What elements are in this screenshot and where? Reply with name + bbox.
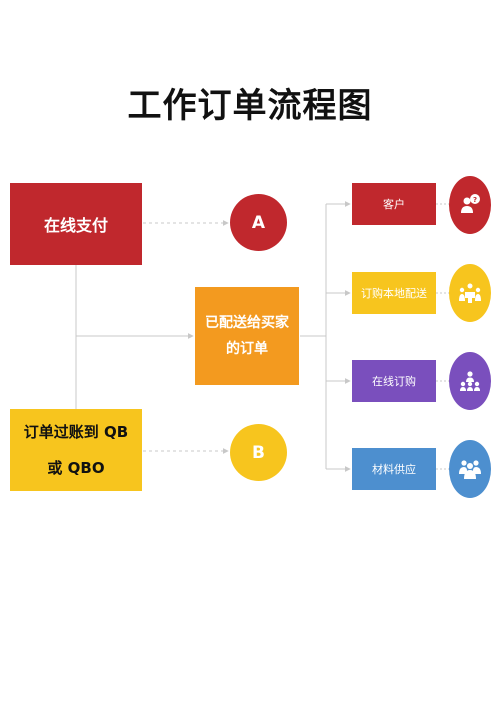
local-delivery-box: 订购本地配送 [352, 272, 436, 314]
shipped-orders-label-line2: 的订单 [226, 341, 268, 357]
circle-a-label: A [251, 212, 266, 233]
page-title: 工作订单流程图 [127, 86, 373, 126]
online-order-label: 在线订购 [372, 375, 416, 388]
shipped-orders-box: 已配送给买家 的订单 [195, 287, 299, 385]
customer-question-icon: ? [449, 176, 491, 234]
customer-box: 客户 [352, 183, 436, 225]
circle-a: A [230, 194, 287, 251]
material-supply-box: 材料供应 [352, 448, 436, 490]
online-payment-label: 在线支付 [43, 216, 108, 235]
group-people-icon [449, 440, 491, 498]
post-to-qb-label-line2: 或 QBO [47, 459, 105, 477]
local-delivery-label: 订购本地配送 [361, 287, 427, 300]
shipped-orders-label-line1: 已配送给买家 [205, 315, 289, 331]
svg-text:?: ? [473, 196, 477, 204]
post-to-qb-box: 订单过账到 QB 或 QBO [10, 409, 142, 491]
online-order-box: 在线订购 [352, 360, 436, 402]
circle-b-label: B [252, 442, 265, 463]
material-supply-label: 材料供应 [372, 463, 416, 476]
online-payment-box: 在线支付 [10, 183, 142, 265]
circle-b: B [230, 424, 287, 481]
meeting-group-icon [449, 264, 491, 322]
post-to-qb-label-line1: 订单过账到 QB [23, 423, 129, 441]
customer-label: 客户 [383, 198, 405, 211]
team-hierarchy-icon [449, 352, 491, 410]
